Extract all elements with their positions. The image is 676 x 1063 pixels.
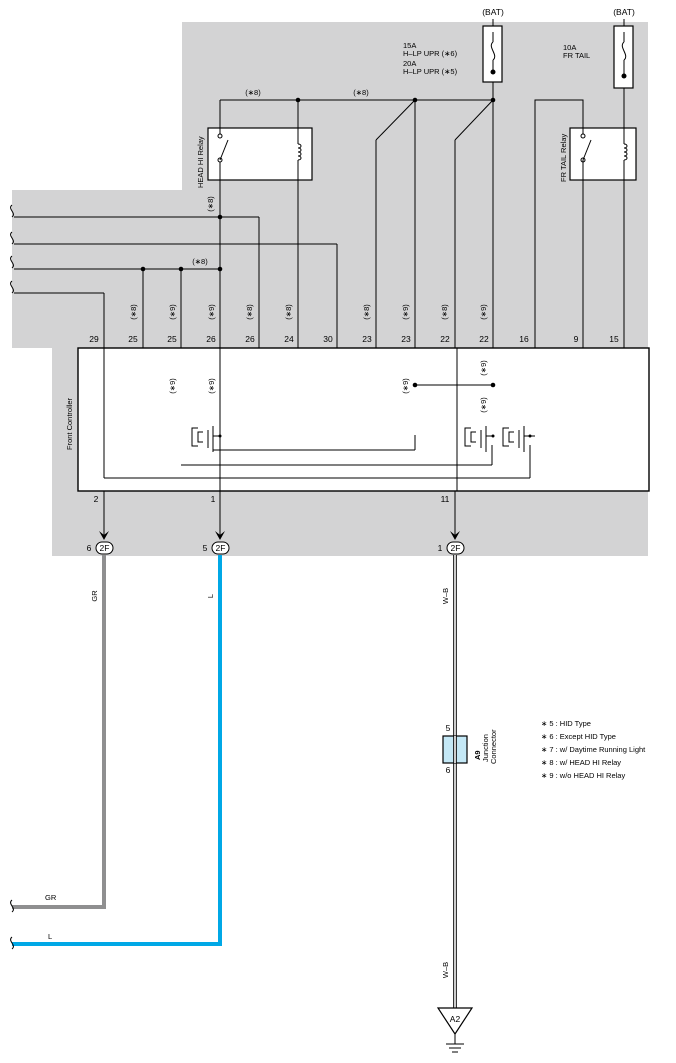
connector-right: 2F 1 [438,541,465,555]
blue-wire-end [10,936,14,950]
svg-text:5: 5 [203,543,208,553]
connector-middle: 2F 5 [203,541,230,555]
svg-text:∗ 9 : w/o HEAD HI Relay: ∗ 9 : w/o HEAD HI Relay [541,771,625,780]
controller-internal [103,348,531,491]
svg-text:(∗9): (∗9) [207,304,216,320]
fuse-tail-line1: 10A [563,43,576,52]
front-controller-box [77,347,650,492]
svg-text:(∗8): (∗8) [129,304,138,320]
svg-text:9: 9 [574,334,579,344]
junction-connector-a9: 5 6 [442,723,468,775]
svg-text:22: 22 [479,334,489,344]
svg-text:∗ 5 : HID Type: ∗ 5 : HID Type [541,719,591,728]
front-controller-label: Front Controller [65,397,74,450]
black-wire-label-lower: W–B [441,962,450,978]
svg-text:24: 24 [284,334,294,344]
svg-text:23: 23 [401,334,411,344]
junction-code: A9 [473,750,482,760]
fuse-tail [613,19,634,128]
blue-wire-label-horizontal: L [48,932,52,941]
bus-cond-8a: (∗8) [245,88,261,97]
connector-chevron-left [99,531,109,540]
wire-blue [12,555,222,946]
bottom-pin-11: 11 [441,494,450,504]
fr-tail-relay-label: FR TAIL Relay [559,134,568,182]
fr-tail-relay [569,127,637,348]
fuse-main [482,19,503,100]
svg-text:1: 1 [438,543,443,553]
junction-label-line1: Junction [481,734,490,762]
svg-text:25: 25 [128,334,138,344]
svg-text:2F: 2F [216,543,226,553]
pin-conditions: (∗8) (∗9) (∗9) (∗8) (∗8) (∗8) (∗9) (∗8) … [129,304,488,320]
svg-text:25: 25 [167,334,177,344]
svg-text:A2: A2 [450,1014,461,1024]
internal-conditions: (∗9) (∗9) (∗9) (∗9) (∗9) [168,360,488,413]
transistor-left [191,426,222,452]
bottom-pin-2: 2 [94,494,99,504]
svg-text:(∗9): (∗9) [168,304,177,320]
bus-cond-8b: (∗8) [353,88,369,97]
head-hi-relay-label: HEAD HI Relay [196,136,205,188]
svg-text:(∗9): (∗9) [168,378,177,394]
svg-text:(∗9): (∗9) [479,360,488,376]
relay-cond-8: (∗8) [206,196,215,212]
svg-text:30: 30 [323,334,333,344]
svg-text:2F: 2F [100,543,110,553]
connector-chevron-right [450,531,460,540]
svg-text:(∗9): (∗9) [207,378,216,394]
svg-text:(∗8): (∗8) [440,304,449,320]
svg-text:6: 6 [87,543,92,553]
svg-text:22: 22 [440,334,450,344]
bottom-pin-1: 1 [211,494,216,504]
head-hi-relay [207,127,313,181]
svg-text:(∗8): (∗8) [245,304,254,320]
svg-text:2F: 2F [451,543,461,553]
svg-text:(∗8): (∗8) [284,304,293,320]
svg-text:(∗9): (∗9) [479,397,488,413]
relay-lower-wires [219,99,584,435]
harness-cond-8: (∗8) [192,257,208,266]
legend: ∗ 5 : HID Type ∗ 6 : Except HID Type ∗ 7… [541,719,646,780]
svg-text:(∗8): (∗8) [362,304,371,320]
bat-label-left: (BAT) [482,7,504,17]
ground-a2: A2 [436,1007,474,1053]
svg-text:26: 26 [206,334,216,344]
svg-text:6: 6 [446,765,451,775]
bat-label-right: (BAT) [613,7,635,17]
connector-chevron-middle [215,531,225,540]
svg-text:∗ 6 : Except HID Type: ∗ 6 : Except HID Type [541,732,616,741]
gray-wire-end [10,899,14,913]
svg-text:23: 23 [362,334,372,344]
connector-left: 2F 6 [87,541,114,555]
left-harness [10,204,338,465]
fuse-tail-line2: FR TAIL [563,51,590,60]
transistor-right [502,426,535,452]
junction-label-line2: Connector [489,729,498,764]
svg-text:29: 29 [89,334,99,344]
svg-text:(∗9): (∗9) [401,304,410,320]
fuse-main-line2: H–LP UPR (∗6) [403,49,458,58]
blue-wire-label-vertical: L [206,594,215,598]
svg-text:(∗9): (∗9) [401,378,410,394]
fuse-main-line4: H–LP UPR (∗5) [403,67,458,76]
svg-text:(∗9): (∗9) [479,304,488,320]
svg-text:16: 16 [519,334,529,344]
gray-wire-label-horizontal: GR [45,893,57,902]
black-wire-label-upper: W–B [441,588,450,604]
top-pin-numbers: 29 25 25 26 26 24 30 23 23 22 22 16 9 15 [89,334,619,344]
svg-text:15: 15 [609,334,619,344]
gray-wire-label-vertical: GR [90,590,99,602]
wire-gray [12,555,106,909]
svg-text:5: 5 [446,723,451,733]
svg-text:∗ 7 : w/ Daytime Running Light: ∗ 7 : w/ Daytime Running Light [541,745,646,754]
svg-text:∗ 8 : w/ HEAD HI Relay: ∗ 8 : w/ HEAD HI Relay [541,758,621,767]
transistor-mid [464,426,495,452]
fuse-main-line3: 20A [403,59,416,68]
fuse-main-line1: 15A [403,41,416,50]
svg-text:26: 26 [245,334,255,344]
